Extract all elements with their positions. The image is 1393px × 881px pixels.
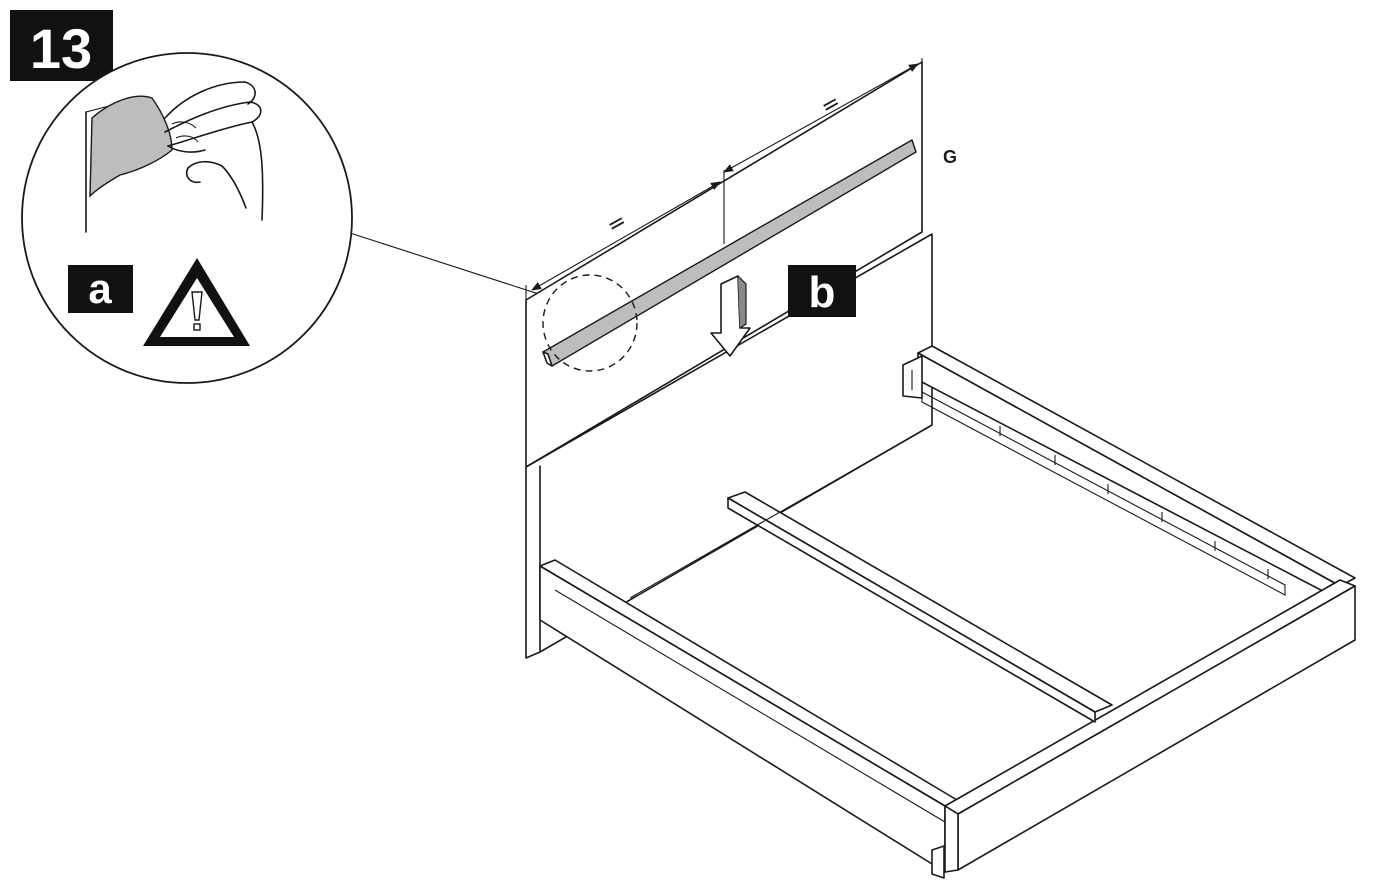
step-badge-box (10, 10, 113, 81)
detail-circle: a (21, 52, 353, 384)
press-down-arrow-icon (710, 275, 751, 357)
detail-label-text: a (88, 265, 112, 312)
step-badge: 13 (10, 10, 113, 81)
left-rail-groove (554, 589, 946, 823)
hand-icon (164, 81, 264, 221)
callout-label-box (788, 265, 856, 317)
headboard-lower-panel (525, 233, 933, 659)
detail-label: a (68, 265, 133, 313)
callout-label: b (788, 265, 856, 317)
center-beam (727, 491, 1113, 723)
center-beam-top (727, 491, 1113, 713)
foot-rail-corner (944, 805, 959, 873)
foot-rail-front (957, 585, 1356, 871)
bed-left-rail (539, 559, 958, 873)
dim-line-right (723, 63, 919, 173)
foot-rail-top (944, 579, 1356, 815)
detail-label-box (68, 265, 133, 313)
slat-support-bar (921, 391, 1286, 596)
center-beam-side (727, 497, 1096, 723)
peeled-film (89, 95, 173, 198)
bed-right-rail (902, 345, 1356, 601)
step-number: 13 (30, 17, 92, 80)
left-rail-side (539, 565, 946, 873)
equal-mark-left: = (603, 208, 631, 239)
frame-floor-line (629, 424, 933, 599)
bed-leg (931, 845, 945, 879)
detail-highlight-circle (542, 274, 638, 372)
bed-foot-rail (931, 579, 1356, 879)
dim-line-left (531, 181, 721, 291)
right-rail-top (917, 345, 1356, 587)
part-label: G (943, 147, 957, 167)
detail-leader-line (349, 232, 546, 297)
strip-end (542, 351, 553, 367)
callout-label-text: b (809, 268, 836, 317)
warning-triangle-icon (143, 258, 250, 346)
right-rail-inner (917, 352, 1341, 601)
